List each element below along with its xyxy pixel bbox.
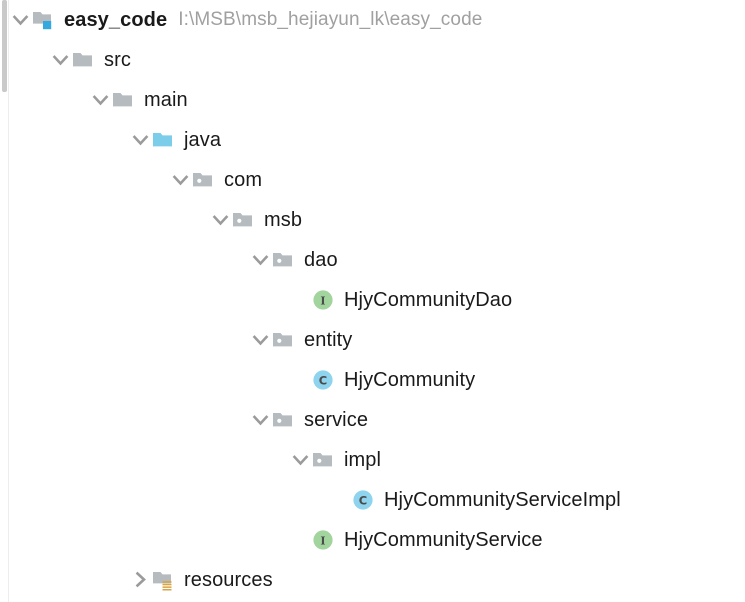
package-icon [312, 449, 336, 471]
tree-node-service[interactable]: service [0, 400, 745, 440]
package-icon [272, 329, 296, 351]
class-icon: C [352, 489, 376, 511]
tree-node-impl[interactable]: impl [0, 440, 745, 480]
tree-node-msb[interactable]: msb [0, 200, 745, 240]
tree-node-label: impl [344, 448, 382, 471]
scrollbar-thumb[interactable] [2, 0, 7, 92]
chevron-down-icon[interactable] [50, 49, 72, 71]
folder-icon [112, 89, 136, 111]
package-icon [232, 209, 256, 231]
svg-text:C: C [319, 373, 327, 387]
tree-node-com[interactable]: com [0, 160, 745, 200]
tree-node-HjyCommunity[interactable]: C HjyCommunity [0, 360, 745, 400]
source-root-folder-icon [152, 129, 176, 151]
package-icon [192, 169, 216, 191]
tree-node-label: src [104, 48, 131, 71]
resources-folder-icon [152, 569, 176, 591]
svg-text:I: I [320, 535, 325, 548]
chevron-down-icon[interactable] [250, 329, 272, 351]
tree-node-label: HjyCommunityServiceImpl [384, 488, 621, 511]
chevron-down-icon[interactable] [10, 9, 32, 31]
tree-node-label: main [144, 88, 188, 111]
tree-node-HjyCommunityService[interactable]: I HjyCommunityService [0, 520, 745, 560]
package-icon [272, 249, 296, 271]
interface-icon: I [312, 289, 336, 311]
tree-node-dao[interactable]: dao [0, 240, 745, 280]
tree-node-label: HjyCommunityDao [344, 288, 513, 311]
tree-node-label: easy_code [64, 8, 168, 31]
tree-node-HjyCommunityServiceImpl[interactable]: C HjyCommunityServiceImpl [0, 480, 745, 520]
svg-text:I: I [320, 295, 325, 308]
tree-node-resources[interactable]: resources [0, 560, 745, 600]
folder-icon [72, 49, 96, 71]
tree-node-label: entity [304, 328, 353, 351]
chevron-down-icon[interactable] [170, 169, 192, 191]
tree-node-entity[interactable]: entity [0, 320, 745, 360]
tree-node-main[interactable]: main [0, 80, 745, 120]
chevron-down-icon[interactable] [90, 89, 112, 111]
chevron-down-icon[interactable] [250, 409, 272, 431]
chevron-right-icon[interactable] [130, 569, 152, 591]
tree-node-label: com [224, 168, 263, 191]
tree-node-label: dao [304, 248, 338, 271]
tree-node-path: I:\MSB\msb_hejiayun_lk\easy_code [178, 9, 483, 30]
module-folder-icon [32, 9, 56, 31]
tree-node-HjyCommunityDao[interactable]: I HjyCommunityDao [0, 280, 745, 320]
class-icon: C [312, 369, 336, 391]
chevron-down-icon[interactable] [250, 249, 272, 271]
tree-node-label: HjyCommunityService [344, 528, 543, 551]
chevron-down-icon[interactable] [210, 209, 232, 231]
tree-node-label: HjyCommunity [344, 368, 476, 391]
chevron-down-icon[interactable] [130, 129, 152, 151]
tree-node-easy_code[interactable]: easy_code I:\MSB\msb_hejiayun_lk\easy_cod… [0, 0, 745, 40]
chevron-down-icon[interactable] [290, 449, 312, 471]
tree-node-src[interactable]: src [0, 40, 745, 80]
interface-icon: I [312, 529, 336, 551]
tree-node-label: service [304, 408, 369, 431]
tree-node-label: resources [184, 568, 273, 591]
tree-node-label: java [184, 128, 222, 151]
vertical-scrollbar[interactable] [0, 0, 9, 602]
package-icon [272, 409, 296, 431]
tree-node-label: msb [264, 208, 303, 231]
tree-node-java[interactable]: java [0, 120, 745, 160]
svg-text:C: C [359, 493, 367, 507]
